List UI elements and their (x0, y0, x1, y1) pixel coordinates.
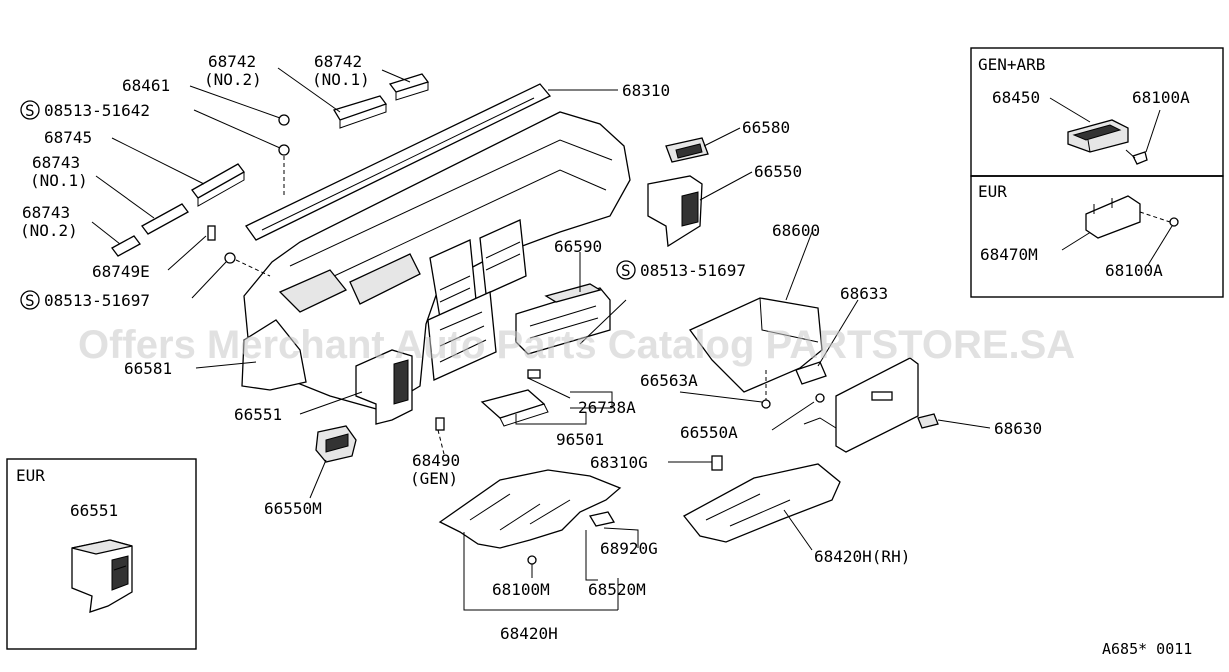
label-08513-51697-left: 08513-51697 (44, 291, 150, 310)
label-96501: 96501 (556, 430, 604, 449)
label-68420h: 68420H (500, 624, 558, 643)
label-66550: 66550 (754, 162, 802, 181)
leader-lines (91, 67, 991, 611)
label-68745: 68745 (44, 128, 92, 147)
latch-68630-part (917, 413, 939, 429)
label-68742-no1: 68742 (314, 52, 362, 71)
clip-68490-part (435, 417, 445, 431)
label-68310: 68310 (622, 81, 670, 100)
vent-housing-part-icon (71, 539, 133, 613)
vent-68743-no1-part (141, 203, 189, 235)
label-66551: 66551 (234, 405, 282, 424)
label-26738a: 26738A (578, 398, 636, 417)
label-68450: 68450 (992, 88, 1040, 107)
vent-66550m-part (315, 425, 357, 463)
label-66581: 66581 (124, 359, 172, 378)
striker-68633-part (795, 361, 827, 385)
screw-08513-top-part (278, 144, 290, 196)
label-68520m: 68520M (588, 580, 646, 599)
label-68600: 68600 (772, 221, 820, 240)
screw-icon (1125, 149, 1148, 165)
lower-panel-left-part (241, 319, 307, 391)
label-66590: 66590 (554, 237, 602, 256)
standard-part-symbol-1-text: S (25, 101, 35, 120)
label-68461: 68461 (122, 76, 170, 95)
lower-cover-68420h-rh-part (683, 463, 841, 543)
vent-68742-no2-part (333, 95, 388, 129)
clip-68461-part (278, 114, 290, 126)
label-68743-no1: 68743 (32, 153, 80, 172)
clip-66550a-part (803, 393, 837, 429)
label-68490: 68490 (412, 451, 460, 470)
label-68742-no2-suffix: (NO.2) (204, 70, 262, 89)
label-68630: 68630 (994, 419, 1042, 438)
label-68743-no2: 68743 (22, 203, 70, 222)
standard-part-symbol-3-text: S (621, 261, 631, 280)
label-68310g: 68310G (590, 453, 648, 472)
label-08513-51697-right: 08513-51697 (640, 261, 746, 280)
standard-part-symbol-2 (20, 290, 40, 310)
standard-part-symbol-3 (616, 260, 636, 280)
label-68100m: 68100M (492, 580, 550, 599)
vent-68743-no2-part (111, 235, 141, 257)
part-labels: 68742 (NO.2) 68742 (NO.1) 68461 S 08513-… (20, 52, 1042, 643)
vent-68745-part (191, 163, 245, 207)
bracket-26738a-part (527, 369, 541, 379)
label-68743-no2-suffix: (NO.2) (20, 221, 78, 240)
label-68743-no1-suffix: (NO.1) (30, 171, 88, 190)
label-68749e: 68749E (92, 262, 150, 281)
clip-66563a-part (761, 399, 771, 409)
label-66563a: 66563A (640, 371, 698, 390)
label-68100a-bottom: 68100A (1105, 261, 1163, 280)
box-66590-part (515, 283, 611, 355)
vent-68742-no1-part (388, 73, 430, 101)
box-title-gen-arb: GEN+ARB (978, 55, 1045, 74)
instrument-panel-assembly (241, 83, 631, 425)
standard-part-symbol-1 (20, 100, 40, 120)
label-68470m: 68470M (980, 245, 1038, 264)
inset-box-gen-arb: GEN+ARB 68450 68100A EUR 68470M 68100A (970, 47, 1224, 298)
label-66550a: 66550A (680, 423, 738, 442)
box-title-eur-right: EUR (978, 182, 1007, 201)
lower-cover-68420h-part (438, 469, 622, 549)
clip-68749e-part (207, 225, 216, 241)
label-08513-51642: 08513-51642 (44, 101, 150, 120)
label-68420h-rh: 68420H(RH) (814, 547, 910, 566)
label-68490-gen: (GEN) (410, 469, 458, 488)
vent-66550-part (647, 175, 703, 248)
glovebox-frame-68600-part (689, 297, 823, 393)
box-title-eur-left: EUR (16, 466, 45, 485)
screw-08513-left-part (224, 252, 271, 277)
clip-68310g-part (711, 455, 723, 471)
label-68742-no1-suffix: (NO.1) (312, 70, 370, 89)
label-68100a-top: 68100A (1132, 88, 1190, 107)
standard-part-symbol-2-text: S (25, 291, 35, 310)
label-68742-no2: 68742 (208, 52, 256, 71)
clip-68100m-part (527, 555, 537, 565)
label-66580: 66580 (742, 118, 790, 137)
label-66550m: 66550M (264, 499, 322, 518)
clip-68920g-part (588, 511, 616, 527)
watermark-text: Offers Merchant Auto Parts Catalog PARTS… (78, 323, 1075, 367)
glovebox-lid-part (835, 357, 919, 453)
switch-66580-part (665, 137, 709, 163)
inset-box-eur-left: EUR 66551 (6, 458, 197, 650)
bracket-part-icon (1085, 195, 1179, 239)
label-66551-eur: 66551 (70, 501, 118, 520)
bracket-96501-part (480, 389, 549, 427)
label-68633: 68633 (840, 284, 888, 303)
reference-code: A685* 0011 (1102, 640, 1192, 658)
label-68920g: 68920G (600, 539, 658, 558)
ashtray-part-icon (1067, 119, 1129, 153)
